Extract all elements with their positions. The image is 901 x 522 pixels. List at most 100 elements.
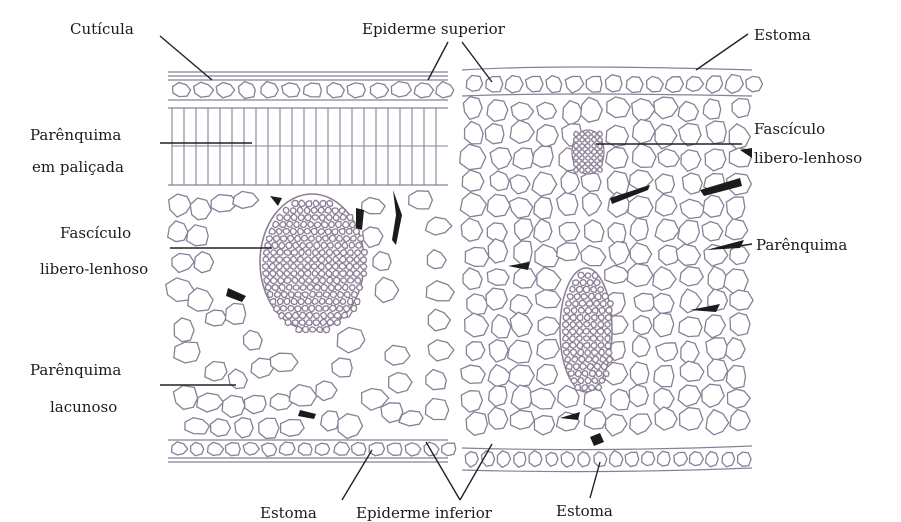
vascular-cell [278, 298, 284, 305]
vascular-cell [305, 271, 311, 277]
parenchyma-cell [514, 268, 537, 289]
parenchyma-cell [611, 389, 630, 410]
vascular-cell [313, 200, 318, 207]
vascular-cell [361, 264, 367, 269]
parenchyma-cell [585, 220, 604, 242]
vascular-cell [287, 285, 293, 290]
epidermis-cell [686, 77, 703, 92]
vascular-cell [570, 286, 575, 292]
parenchyma-cell [655, 407, 677, 430]
vascular-cell [324, 327, 330, 333]
vascular-cell [592, 162, 597, 167]
vascular-cell [605, 322, 611, 328]
vascular-cell [298, 264, 304, 269]
vascular-cell [606, 315, 612, 321]
vascular-cell [585, 307, 592, 314]
vascular-cell [298, 215, 304, 221]
vascular-cell [323, 292, 329, 297]
vascular-cell [605, 336, 610, 342]
vascular-cell [309, 305, 315, 312]
vascular-cell [577, 342, 583, 348]
vascular-cell [598, 150, 603, 154]
vascular-cell [291, 208, 297, 214]
parenchyma-cell [678, 385, 701, 406]
vascular-cell [570, 329, 576, 335]
parenchyma-cell [466, 342, 485, 361]
vascular-cell [358, 236, 364, 242]
vascular-cell [332, 208, 339, 214]
vascular-cell [283, 207, 289, 213]
label-fasciculo-right-line2: libero-lenhoso [754, 149, 862, 167]
vascular-cell [299, 277, 304, 283]
parenchyma-cell [702, 222, 723, 241]
vascular-cell [351, 236, 357, 241]
vascular-cell [570, 322, 576, 328]
parenchyma-cell [510, 175, 530, 194]
vascular-cell [306, 278, 312, 283]
vascular-cell [303, 326, 309, 332]
vascular-cell [283, 229, 290, 235]
vascular-cell [284, 257, 290, 263]
vascular-cell [329, 221, 335, 228]
epidermis-cell [414, 83, 433, 98]
vascular-cell [340, 250, 346, 256]
vascular-cell [341, 214, 347, 220]
epidermis-cell [746, 76, 763, 91]
epidermis-cell [690, 452, 704, 466]
spongy-cell [332, 358, 352, 377]
parenchyma-cell [467, 294, 488, 315]
label-estoma-bottom-left: Estoma [260, 504, 317, 522]
vascular-cell [320, 215, 326, 221]
vascular-cell [293, 320, 299, 326]
vascular-cell [299, 320, 305, 325]
parenchyma-cell [584, 409, 606, 429]
label-epiderme-superior: Epiderme superior [362, 20, 506, 38]
vascular-cell [580, 137, 585, 142]
spongy-cell [244, 395, 266, 413]
vascular-cell [585, 350, 591, 356]
vascular-cell [566, 301, 572, 306]
vascular-cell [578, 378, 583, 384]
label-parenquima-palicada-line2: em paliçada [32, 158, 124, 176]
parenchyma-cell [627, 264, 653, 287]
vascular-cell [291, 214, 297, 220]
vascular-cell [277, 264, 283, 270]
spongy-cell [187, 225, 209, 246]
spongy-cell [205, 362, 227, 382]
vascular-cell [263, 271, 269, 277]
epidermis-cell [561, 452, 575, 467]
vascular-cell [291, 271, 297, 276]
vascular-cell [570, 342, 576, 348]
vascular-cell [306, 250, 311, 255]
vascular-cell [580, 280, 586, 286]
vascular-cell [336, 221, 342, 227]
parenchyma-cell [633, 143, 657, 167]
vascular-cell [284, 298, 290, 305]
vascular-cell [361, 257, 367, 263]
vascular-cell [323, 236, 329, 242]
vascular-cell [287, 221, 293, 227]
parenchyma-cell [460, 144, 486, 170]
vascular-cell [326, 215, 332, 221]
parenchyma-cell [653, 293, 674, 314]
vascular-cell [574, 162, 579, 167]
vascular-cell [599, 378, 605, 383]
vascular-cell [604, 371, 610, 377]
vascular-cell [580, 156, 584, 161]
right-parenchyma [460, 97, 753, 436]
vascular-cell [305, 257, 311, 263]
spongy-cell [205, 310, 226, 326]
epidermis-cell [191, 442, 204, 455]
vascular-cell [351, 305, 357, 311]
vascular-cell [343, 222, 349, 228]
parenchyma-cell [680, 361, 704, 381]
spongy-cell [169, 194, 191, 217]
parenchyma-cell [530, 388, 555, 409]
epidermis-cell [625, 452, 639, 466]
vascular-cell [320, 278, 326, 284]
vascular-cell [598, 287, 604, 293]
parenchyma-cell [726, 197, 744, 220]
parenchyma-cell [609, 241, 629, 265]
epidermis-cell [315, 443, 329, 455]
